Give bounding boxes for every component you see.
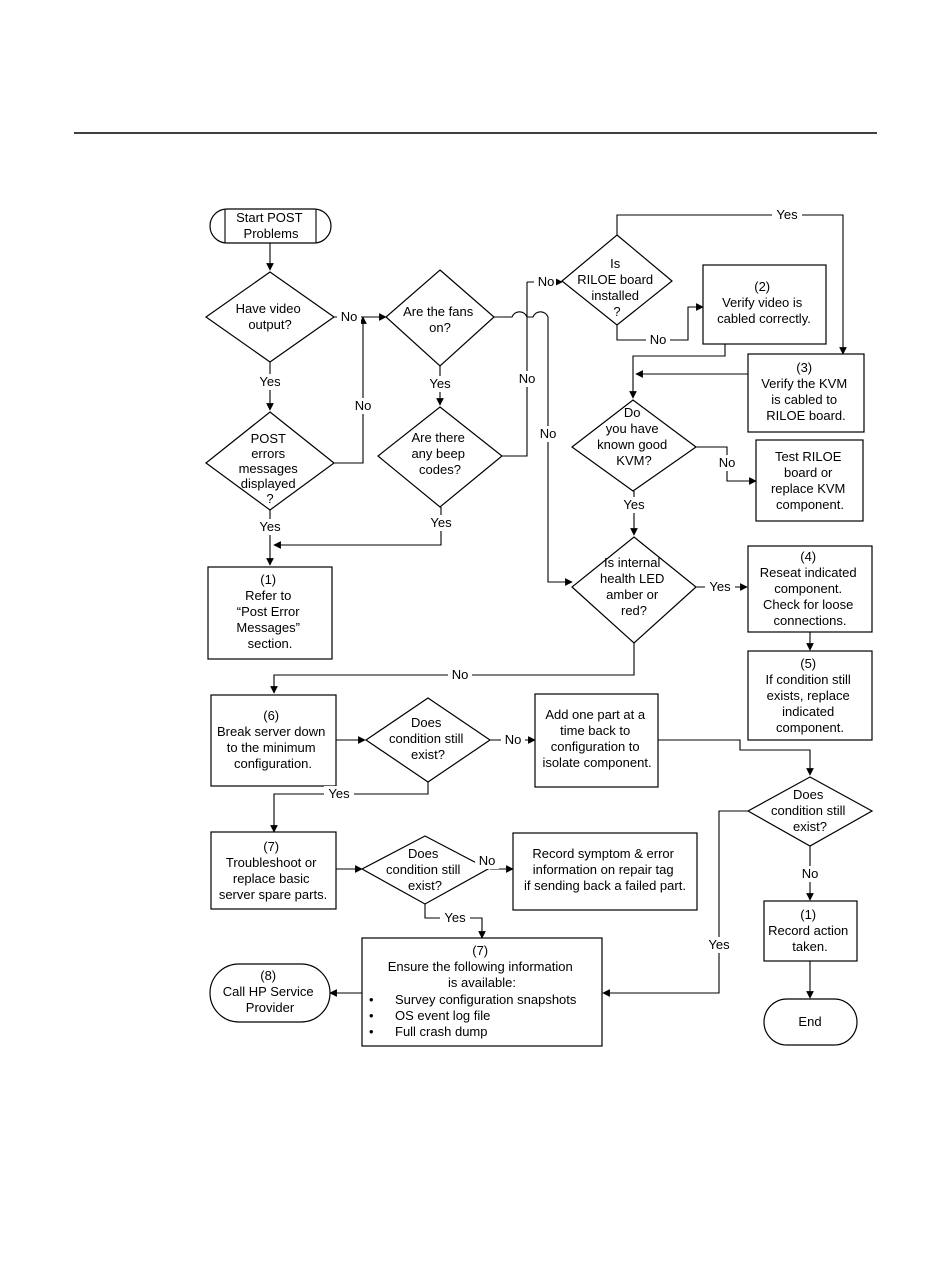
troubleshoot-box [210,831,337,910]
edge-label-beep-no: No [519,371,536,386]
end-label: End [798,1014,821,1029]
edge-label-post-errors-no: No [355,398,372,413]
edge-label-beep-yes: Yes [430,515,452,530]
ensure-info-box [361,937,603,1047]
edge-label-riloe-yes: Yes [776,207,798,222]
replace-indicated-box [747,650,873,741]
edge-label-cond2-no: No [802,866,819,881]
edge-label-cond3-yes: Yes [444,910,466,925]
fans-on-diamond [385,269,495,367]
edge-labels: No Yes No Yes Yes No No Yes No Yes No No… [255,207,822,953]
replace-indicated-label: (5) If condition still exists, replace i… [766,656,855,735]
edge-label-post-errors-yes: Yes [259,519,281,534]
end-terminator [763,998,858,1046]
verify-kvm-box [747,353,865,433]
edge-label-kvm-yes: Yes [623,497,645,512]
cond-exist-3-diamond [360,835,490,905]
known-kvm-label: Do you have known good KVM? [597,405,671,468]
call-hp-terminator [209,963,331,1023]
edge-label-kvm-no: No [719,455,736,470]
cond-exist-2-diamond [746,776,874,847]
known-kvm-diamond [570,399,698,492]
add-part-label: Add one part at a time back to configura… [542,707,651,770]
call-hp-label: (8) Call HP Service Provider [223,968,317,1015]
break-down-box [210,694,337,787]
edge-label-cond2-yes: Yes [708,937,730,952]
cond-exist-3-label: Does condition still exist? [386,846,464,893]
record-symptom-label: Record symptom & error information on re… [524,846,686,893]
edge-label-led-yes: Yes [709,579,731,594]
edge-label-video-no: No [341,309,358,324]
start-label: Start POST Problems [236,210,306,241]
fans-on-label: Are the fans on? [403,304,477,335]
edge-label-cond3-no: No [479,853,496,868]
test-riloe-label: Test RILOE board or replace KVM componen… [771,449,849,512]
add-part-box [534,693,659,788]
start-terminator [209,208,332,244]
cond-exist-1-label: Does condition still exist? [389,715,467,762]
node-text: Start POST Problems Have video output? P… [217,210,860,1039]
edge-label-fans-no: No [540,426,557,441]
verify-video-box [702,264,827,345]
edge-label-video-yes: Yes [259,374,281,389]
reseat-box [747,545,873,633]
riloe-installed-diamond [561,234,673,326]
beep-codes-diamond [377,406,503,508]
edge-label-riloe-no-in: No [538,274,555,289]
have-video-diamond [204,271,336,363]
edge-label-cond1-no: No [505,732,522,747]
record-symptom-box [512,832,698,911]
ensure-info-bullets: • Survey configuration snapshots • OS ev… [369,992,580,1039]
break-down-label: (6) Break server down to the minimum con… [217,708,329,771]
edge-label-led-no: No [452,667,469,682]
shapes [204,208,874,1047]
have-video-label: Have video output? [236,301,305,332]
post-errors-diamond [205,411,335,511]
troubleshoot-label: (7) Troubleshoot or replace basic server… [219,839,327,902]
riloe-installed-label: Is RILOE board installed ? [577,256,657,319]
cond-exist-2-label: Does condition still exist? [771,787,849,834]
refer-post-label: (1) Refer to “Post Error Messages” secti… [236,572,303,651]
edge-label-cond1-yes: Yes [328,786,350,801]
cond-exist-1-diamond [364,697,492,783]
record-action-label: (1) Record action taken. [768,907,852,954]
edge-label-fans-yes: Yes [429,376,451,391]
beep-codes-label: Are there any beep codes? [411,430,468,477]
record-action-box [763,900,858,962]
verify-kvm-label: (3) Verify the KVM is cabled to RILOE bo… [761,360,851,423]
health-led-label: Is internal health LED amber or red? [600,555,668,618]
verify-video-label: (2) Verify video is cabled correctly. [717,279,811,326]
ensure-info-heading: (7) Ensure the following information is … [388,943,577,990]
post-errors-label: POST errors messages displayed ? [239,431,302,506]
refer-post-box [207,566,333,660]
health-led-diamond [571,536,697,644]
reseat-label: (4) Reseat indicated component. Check fo… [760,549,860,628]
test-riloe-box [755,439,864,522]
edge-label-riloe-no: No [650,332,667,347]
